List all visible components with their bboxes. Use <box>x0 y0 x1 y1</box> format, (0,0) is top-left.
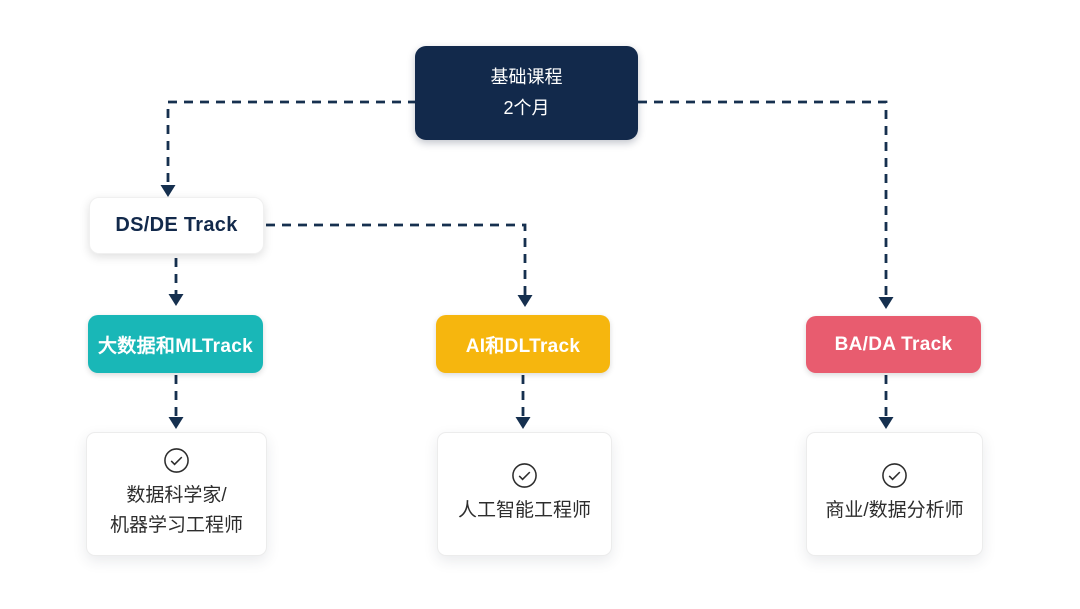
check-circle-icon <box>164 447 189 473</box>
arrowhead-outcome-ml <box>168 417 184 429</box>
arrowhead-bada <box>878 297 894 309</box>
node-dsde-track: DS/DE Track <box>89 197 264 254</box>
arrowhead-outcome-ba <box>878 417 894 429</box>
arrowhead-bigdata <box>168 294 184 306</box>
connector-dsde-to-aidl <box>266 223 527 295</box>
outcome-data-analyst-label: 商业/数据分析师 <box>825 499 964 521</box>
node-ai-dl-track: AI和DLTrack <box>436 315 610 373</box>
arrowhead-aidl <box>517 295 533 307</box>
arrowhead-outcome-ai <box>515 417 531 429</box>
outcome-ai-engineer-label: 人工智能工程师 <box>457 499 591 521</box>
foundation-course-duration: 2个月 <box>503 98 550 118</box>
connector-foundation-to-bada <box>638 100 888 297</box>
outcome-data-scientist-label: 数据科学家/ 机器学习工程师 <box>109 484 243 536</box>
node-bigdata-ml-track: 大数据和MLTrack <box>88 315 263 373</box>
node-ba-da-track: BA/DA Track <box>806 316 981 373</box>
card-outcome-data-scientist: 数据科学家/ 机器学习工程师 <box>86 432 267 556</box>
foundation-course-title: 基础课程 <box>490 67 563 88</box>
card-outcome-ai-engineer: 人工智能工程师 <box>437 432 612 556</box>
dsde-track-label: DS/DE Track <box>115 214 238 236</box>
card-outcome-data-analyst: 商业/数据分析师 <box>806 432 983 556</box>
check-circle-icon <box>882 462 907 488</box>
bigdata-ml-track-label: 大数据和MLTrack <box>98 335 253 357</box>
connector-foundation-to-dsde <box>166 100 417 185</box>
arrowhead-dsde <box>160 185 176 197</box>
check-circle-icon <box>512 462 537 488</box>
node-foundation-course: 基础课程 2个月 <box>415 46 638 140</box>
ai-dl-track-label: AI和DLTrack <box>465 335 581 357</box>
ba-da-track-label: BA/DA Track <box>834 333 953 355</box>
